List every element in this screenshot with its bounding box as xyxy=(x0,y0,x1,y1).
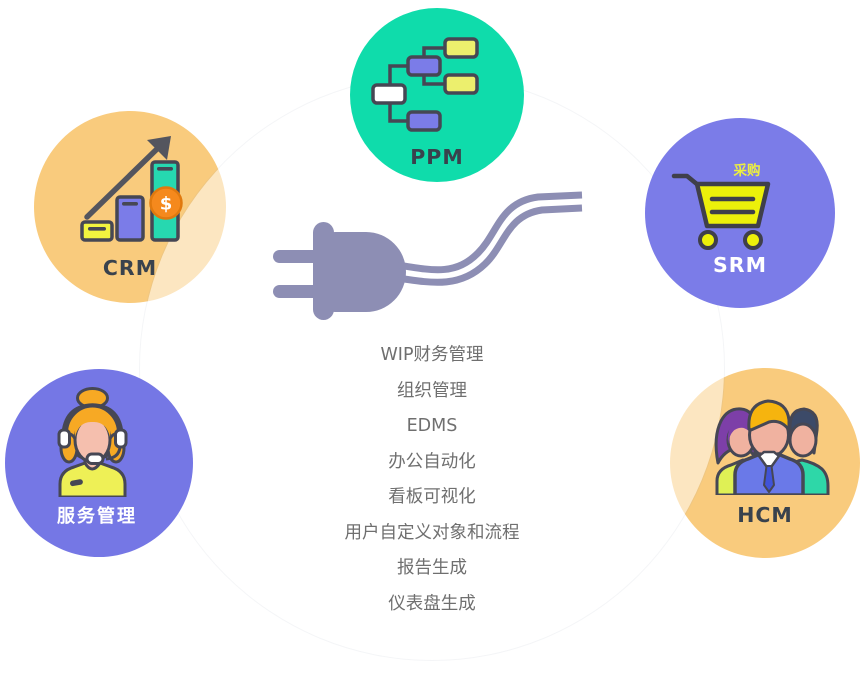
service-label: 服务管理 xyxy=(57,506,137,527)
plug-body xyxy=(273,222,406,320)
growth-chart-icon: $ xyxy=(80,136,183,242)
feature-item: 办公自动化 xyxy=(388,451,476,472)
support-agent-icon xyxy=(57,387,128,497)
shopping-cart-icon: 采购 xyxy=(671,162,771,250)
feature-item: 看板可视化 xyxy=(388,487,476,507)
plug-cord xyxy=(397,191,583,286)
feature-item: 用户自定义对象和流程 xyxy=(344,522,520,543)
svg-text:$: $ xyxy=(160,194,173,215)
feature-item: EDMS xyxy=(406,416,458,436)
srm-label: SRM xyxy=(713,253,767,277)
ppm-label: PPM xyxy=(410,145,464,169)
feature-item: 仪表盘生成 xyxy=(388,593,476,614)
crm-label: CRM xyxy=(102,256,158,280)
hcm-label: HCM xyxy=(737,503,793,527)
procurement-badge: 采购 xyxy=(734,162,761,179)
plug-with-cord-icon xyxy=(273,191,583,320)
growth-arrow xyxy=(84,136,171,220)
dollar-coin: $ xyxy=(149,186,183,220)
feature-item: WIP财务管理 xyxy=(380,345,484,365)
team-icon xyxy=(714,399,830,495)
feature-item: 组织管理 xyxy=(397,380,467,401)
flowchart-icon xyxy=(371,37,479,132)
platform-feature-list: WIP财务管理 组织管理 EDMS 办公自动化 看板可视化 用户自定义对象和流程… xyxy=(232,338,632,622)
feature-item: 报告生成 xyxy=(397,558,467,578)
